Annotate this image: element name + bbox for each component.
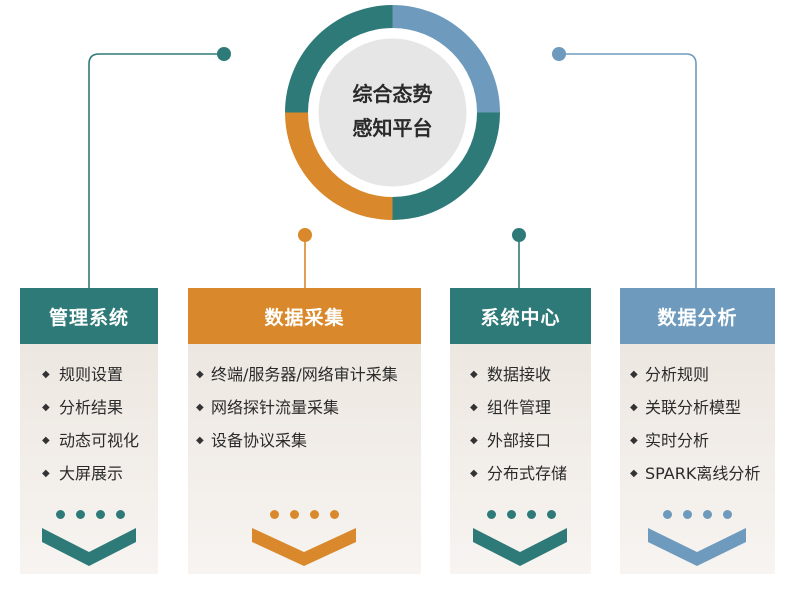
hub-ring xyxy=(285,5,500,220)
module-data-analysis: 数据分析 ◆分析规则 ◆关联分析模型 ◆实时分析 ◆SPARK离线分析 xyxy=(620,288,775,574)
list-item: ◆数据接收 xyxy=(470,358,591,391)
dot-icon xyxy=(310,510,319,519)
list-item: ◆SPARK离线分析 xyxy=(630,457,775,490)
dots-indicator xyxy=(188,510,421,522)
module-management: 管理系统 ◆规则设置 ◆分析结果 ◆动态可视化 ◆大屏展示 xyxy=(20,288,158,574)
dot-icon xyxy=(116,510,125,519)
bullet-icon: ◆ xyxy=(470,369,478,380)
item-list: ◆数据接收 ◆组件管理 ◆外部接口 ◆分布式存储 xyxy=(450,344,591,490)
bullet-icon: ◆ xyxy=(196,435,204,446)
connector-analysis xyxy=(559,53,697,288)
item-list: ◆终端/服务器/网络审计采集 ◆网络探针流量采集 ◆设备协议采集 xyxy=(188,344,421,457)
dot-icon xyxy=(487,510,496,519)
dot-icon xyxy=(683,510,692,519)
dot-icon xyxy=(96,510,105,519)
module-title: 数据采集 xyxy=(264,306,345,329)
hub-ring-blue-segment xyxy=(392,5,500,113)
module-header: 数据分析 xyxy=(620,288,775,344)
module-title: 数据分析 xyxy=(657,306,738,329)
bullet-icon: ◆ xyxy=(630,369,638,380)
item-list: ◆规则设置 ◆分析结果 ◆动态可视化 ◆大屏展示 xyxy=(20,344,158,490)
bullet-icon: ◆ xyxy=(42,369,50,380)
bullet-icon: ◆ xyxy=(470,435,478,446)
dot-icon xyxy=(76,510,85,519)
bullet-icon: ◆ xyxy=(470,468,478,479)
connector-management xyxy=(88,53,224,288)
chevron-down-icon xyxy=(648,528,746,566)
dot-icon xyxy=(330,510,339,519)
module-header: 数据采集 xyxy=(188,288,421,344)
module-data-collection: 数据采集 ◆终端/服务器/网络审计采集 ◆网络探针流量采集 ◆设备协议采集 xyxy=(188,288,421,574)
list-item: ◆关联分析模型 xyxy=(630,391,775,424)
bullet-icon: ◆ xyxy=(42,402,50,413)
hub-ring-teal-segment xyxy=(285,5,393,113)
bullet-icon: ◆ xyxy=(196,369,204,380)
hub-ring-teal-segment-2 xyxy=(392,112,500,220)
list-item: ◆分析规则 xyxy=(630,358,775,391)
module-title: 系统中心 xyxy=(480,306,561,329)
module-header: 系统中心 xyxy=(450,288,591,344)
list-item: ◆外部接口 xyxy=(470,424,591,457)
dot-icon xyxy=(723,510,732,519)
dot-icon xyxy=(507,510,516,519)
list-item: ◆设备协议采集 xyxy=(196,424,421,457)
module-system-center: 系统中心 ◆数据接收 ◆组件管理 ◆外部接口 ◆分布式存储 xyxy=(450,288,591,574)
module-body: ◆终端/服务器/网络审计采集 ◆网络探针流量采集 ◆设备协议采集 xyxy=(188,344,421,574)
dots-indicator xyxy=(20,510,158,522)
dot-icon xyxy=(663,510,672,519)
dot-icon xyxy=(270,510,279,519)
hub-title: 综合态势 感知平台 xyxy=(285,77,500,145)
dot-icon xyxy=(290,510,299,519)
connector-dot-collection xyxy=(298,228,312,242)
dots-indicator xyxy=(450,510,591,522)
dots-indicator xyxy=(620,510,775,522)
list-item: ◆组件管理 xyxy=(470,391,591,424)
list-item: ◆大屏展示 xyxy=(42,457,158,490)
bullet-icon: ◆ xyxy=(42,468,50,479)
chevron-down-icon xyxy=(42,528,136,566)
list-item: ◆分布式存储 xyxy=(470,457,591,490)
list-item: ◆动态可视化 xyxy=(42,424,158,457)
list-item: ◆分析结果 xyxy=(42,391,158,424)
hub-inner-disc xyxy=(318,38,467,187)
connector-dot-analysis xyxy=(552,47,566,61)
module-body: ◆规则设置 ◆分析结果 ◆动态可视化 ◆大屏展示 xyxy=(20,344,158,574)
dot-icon xyxy=(547,510,556,519)
item-list: ◆分析规则 ◆关联分析模型 ◆实时分析 ◆SPARK离线分析 xyxy=(620,344,775,490)
dot-icon xyxy=(56,510,65,519)
module-body: ◆数据接收 ◆组件管理 ◆外部接口 ◆分布式存储 xyxy=(450,344,591,574)
bullet-icon: ◆ xyxy=(470,402,478,413)
bullet-icon: ◆ xyxy=(42,435,50,446)
module-header: 管理系统 xyxy=(20,288,158,344)
bullet-icon: ◆ xyxy=(630,468,638,479)
module-title: 管理系统 xyxy=(48,306,129,329)
hub-ring-orange-segment xyxy=(285,112,393,220)
list-item: ◆终端/服务器/网络审计采集 xyxy=(196,358,421,391)
chevron-down-icon xyxy=(252,528,356,566)
platform-hub: 综合态势 感知平台 xyxy=(285,5,500,220)
hub-title-line1: 综合态势 xyxy=(352,82,433,106)
bullet-icon: ◆ xyxy=(196,402,204,413)
list-item: ◆规则设置 xyxy=(42,358,158,391)
bullet-icon: ◆ xyxy=(630,402,638,413)
connector-dot-management xyxy=(217,47,231,61)
hub-title-line2: 感知平台 xyxy=(352,116,433,140)
dot-icon xyxy=(527,510,536,519)
connector-dot-center xyxy=(512,228,526,242)
list-item: ◆网络探针流量采集 xyxy=(196,391,421,424)
list-item: ◆实时分析 xyxy=(630,424,775,457)
chevron-down-icon xyxy=(473,528,567,566)
bullet-icon: ◆ xyxy=(630,435,638,446)
dot-icon xyxy=(703,510,712,519)
module-body: ◆分析规则 ◆关联分析模型 ◆实时分析 ◆SPARK离线分析 xyxy=(620,344,775,574)
